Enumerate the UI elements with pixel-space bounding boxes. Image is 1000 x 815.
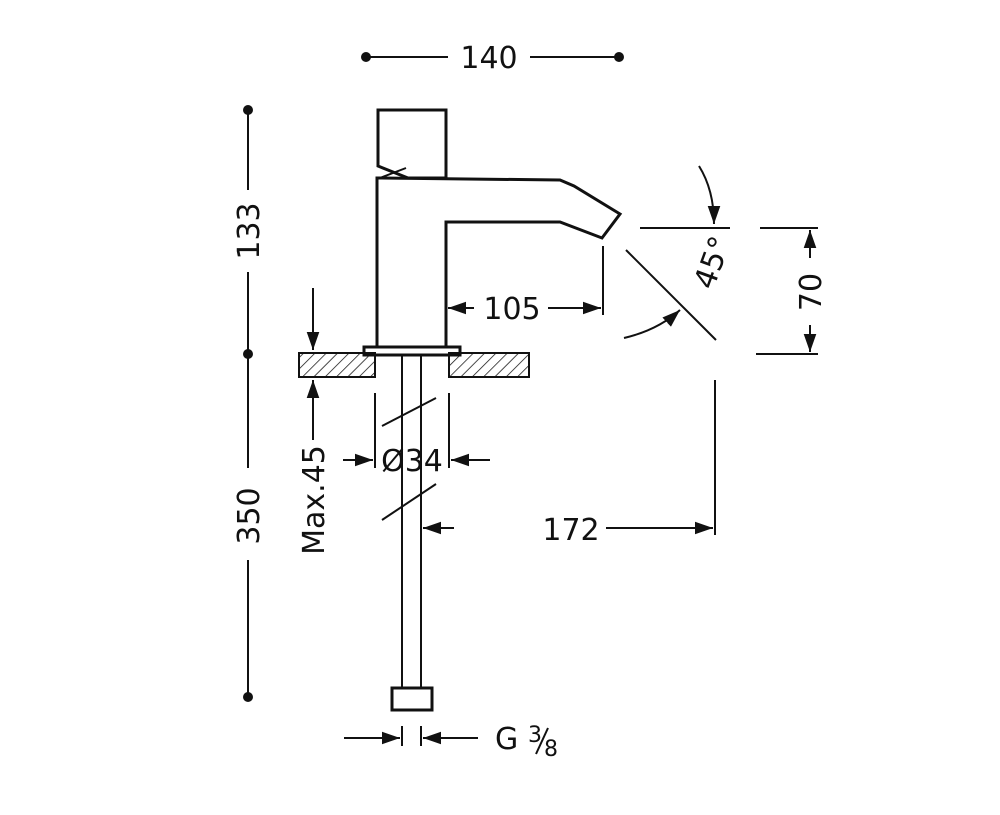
faucet-base-flange bbox=[362, 345, 462, 357]
dimension-base-diameter: Ø34 bbox=[343, 393, 490, 479]
supply-hose bbox=[381, 355, 437, 712]
dimension-spout-reach: 105 bbox=[448, 246, 604, 327]
svg-text:Max.45: Max.45 bbox=[297, 445, 332, 555]
svg-text:G: G bbox=[495, 722, 518, 757]
svg-text:Ø34: Ø34 bbox=[381, 444, 443, 479]
dimension-thread-size: G 3 8 bbox=[344, 722, 558, 762]
svg-text:105: 105 bbox=[483, 292, 540, 327]
faucet-handle bbox=[376, 108, 448, 180]
dimension-max-deck-thickness: Max.45 bbox=[297, 288, 332, 555]
dimension-vertical-heights: 133 350 bbox=[232, 105, 267, 702]
svg-text:8: 8 bbox=[544, 737, 558, 762]
svg-text:350: 350 bbox=[232, 487, 267, 544]
dimension-total-reach: 172 bbox=[423, 380, 716, 548]
svg-text:133: 133 bbox=[232, 202, 267, 259]
dimension-overall-width: 140 bbox=[361, 41, 624, 76]
dimension-spout-angle: 45° bbox=[623, 165, 739, 341]
svg-text:45°: 45° bbox=[688, 232, 739, 294]
svg-text:3: 3 bbox=[528, 723, 542, 748]
deck-section bbox=[298, 352, 530, 378]
svg-text:70: 70 bbox=[794, 273, 829, 311]
svg-text:140: 140 bbox=[460, 41, 517, 76]
svg-text:172: 172 bbox=[542, 513, 599, 548]
dimension-outlet-height: 70 bbox=[756, 227, 829, 355]
